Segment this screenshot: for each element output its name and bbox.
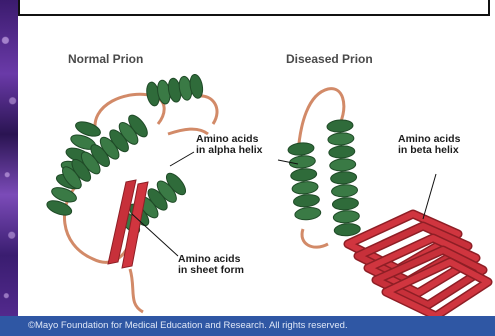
copyright-footer: ©Mayo Foundation for Medical Education a… [0, 316, 495, 336]
sheet-form-label: Amino acids in sheet form [178, 254, 244, 276]
beta-helix-label: Amino acids in beta helix [398, 134, 460, 156]
alpha-helix-label-line-2: in alpha helix [196, 145, 263, 156]
normal-alpha-helix-2 [145, 73, 204, 106]
sheet-pointer-line [132, 214, 178, 256]
background-image-strip [0, 0, 18, 336]
diseased-coil-bottom [302, 229, 328, 247]
beta-pointer-line [423, 174, 436, 219]
alpha-pointer-line [170, 152, 194, 166]
prion-diagram-svg [18, 34, 495, 336]
top-frame-box [18, 0, 490, 16]
normal-prion-molecule [45, 73, 217, 312]
diseased-prion-molecule [278, 89, 488, 316]
beta-helix-label-line-2: in beta helix [398, 145, 460, 156]
alpha-helix-label: Amino acids in alpha helix [196, 134, 263, 156]
sheet-form-label-line-2: in sheet form [178, 265, 244, 276]
diseased-prion-title: Diseased Prion [286, 52, 373, 66]
normal-coil-tail [130, 269, 143, 312]
diseased-beta-helix [348, 214, 488, 316]
prion-diagram: Normal Prion Diseased Prion Amino acids … [18, 34, 495, 336]
normal-prion-title: Normal Prion [68, 52, 143, 66]
diseased-alpha-helix-1 [287, 142, 321, 221]
diseased-alpha-helix-2 [327, 119, 361, 237]
